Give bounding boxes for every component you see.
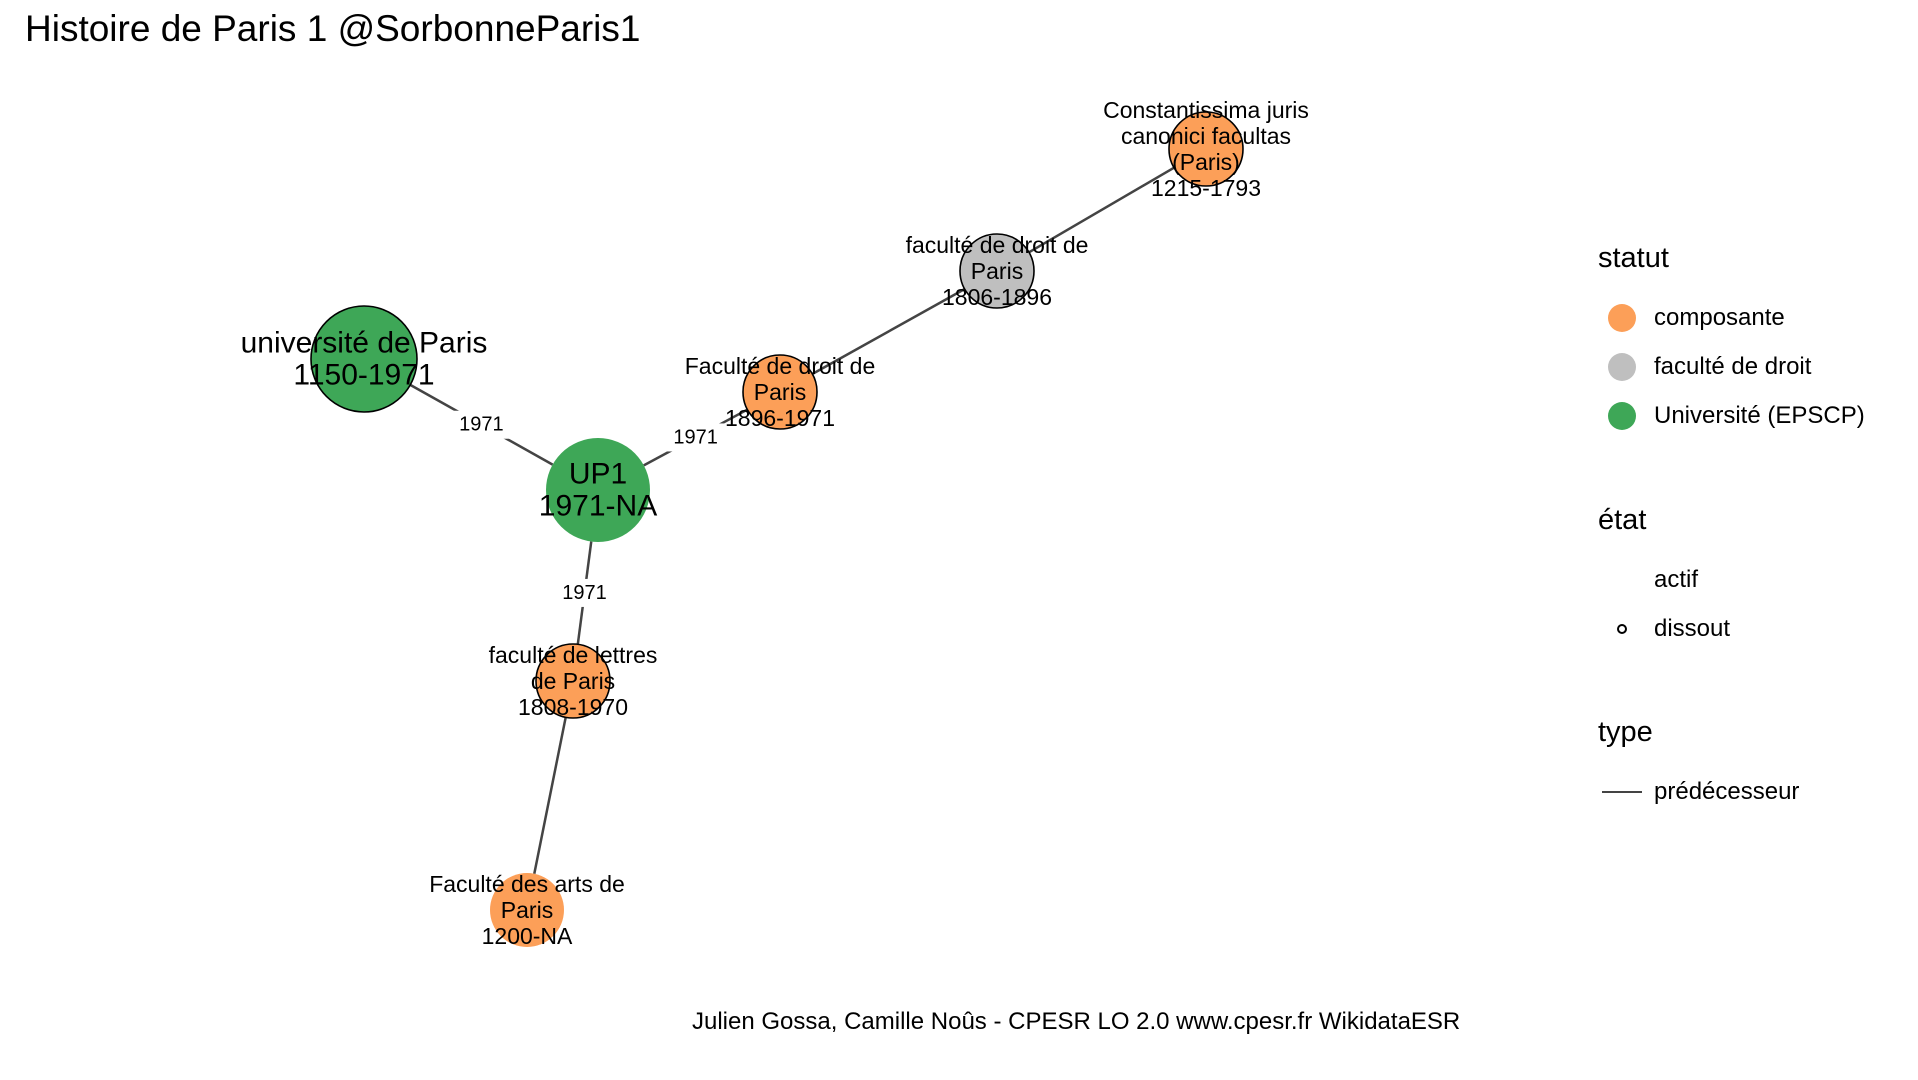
edge-label-background [665, 423, 726, 452]
node-label: 1200-NA [482, 923, 573, 949]
node-label: 1215-1793 [1151, 175, 1261, 201]
edge-layer: 1971 1971 1971 [409, 166, 1175, 874]
edge-label: 1971 [562, 582, 607, 604]
legend-label: Université (EPSCP) [1654, 402, 1865, 429]
node-circle [310, 305, 418, 413]
legend-label: faculté de droit [1654, 353, 1812, 380]
edge-fac-droit-1806-fac-droit-1896 [811, 287, 966, 376]
node-circle [1168, 111, 1244, 187]
legend-item-faculte-de-droit: faculté de droit [1598, 347, 1811, 387]
node-label: Paris [501, 897, 553, 923]
node-label: UP1 [569, 458, 627, 491]
legend-title-statut: statut [1598, 242, 1669, 274]
legend-item-composante: composante [1598, 298, 1785, 338]
node-label: de Paris [531, 668, 615, 694]
edge-label-background [451, 410, 512, 439]
node-circle [546, 438, 650, 542]
legend-label: composante [1654, 304, 1785, 331]
edge-label: 1971 [673, 426, 718, 448]
node-label: Constantissima juris [1103, 97, 1309, 123]
node-label: Paris [971, 258, 1023, 284]
node-label: 1971-NA [539, 490, 657, 523]
legend-swatch-universite [1608, 402, 1636, 430]
edge-label: 1971 [459, 414, 504, 436]
legend-swatch-faculte-de-droit [1608, 353, 1636, 381]
node-label: 1806-1896 [942, 284, 1052, 310]
legend-marker-hollow-circle [1617, 624, 1627, 634]
node-label: Paris [754, 379, 806, 405]
node-label: (Paris) [1172, 149, 1240, 175]
node-label: Faculté de droit de [685, 353, 876, 379]
node-label: université de Paris [241, 327, 488, 360]
edge-fac-arts-fac-lettres [533, 717, 567, 874]
legend-item-actif: actif [1598, 560, 1698, 600]
node-label: canonici facultas [1121, 123, 1291, 149]
node-label: faculté de lettres [489, 642, 658, 668]
edge-label-background [554, 578, 615, 607]
node-label: faculté de droit de [906, 232, 1089, 258]
node-label: Faculté des arts de [429, 871, 625, 897]
caption: Julien Gossa, Camille Noûs - CPESR LO 2.… [692, 1008, 1461, 1035]
legend-label: actif [1654, 566, 1699, 593]
legend-swatch-composante [1608, 304, 1636, 332]
legend-label: prédécesseur [1654, 778, 1800, 805]
node-label: 1150-1971 [293, 359, 434, 392]
node-circle [742, 354, 818, 430]
legend-title-type: type [1598, 716, 1653, 748]
legend-item-universite: Université (EPSCP) [1598, 396, 1865, 436]
node-circle [490, 873, 564, 947]
legend-marker-line [1602, 791, 1642, 793]
node-label: 1896-1971 [725, 405, 835, 431]
page-title: Histoire de Paris 1 @SorbonneParis1 [25, 8, 641, 49]
node-label: 1808-1970 [518, 694, 628, 720]
edge-constantissima-fac-droit-1806 [1028, 166, 1175, 254]
legend-item-dissout: dissout [1598, 609, 1730, 649]
legend-item-predecesseur: prédécesseur [1598, 772, 1799, 812]
legend-label: dissout [1654, 615, 1731, 642]
node-circle [535, 643, 611, 719]
legend-title-etat: état [1598, 504, 1647, 536]
node-circle [959, 233, 1035, 309]
